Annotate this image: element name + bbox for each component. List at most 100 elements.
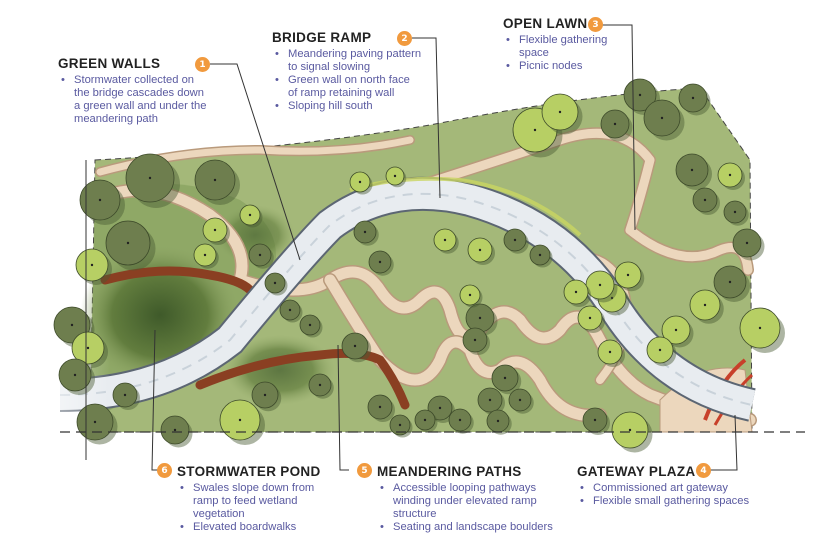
callout-badge-5: 5 bbox=[357, 463, 372, 478]
tree-trunk bbox=[608, 350, 612, 354]
tree-trunk bbox=[674, 328, 678, 332]
tree-trunk bbox=[728, 173, 732, 177]
callout-gateway-plaza: GATEWAY PLAZA Commissioned art gateway F… bbox=[577, 464, 757, 508]
tree-trunk bbox=[691, 96, 695, 100]
tree-trunk bbox=[703, 303, 707, 307]
callout-bullet: Swales slope down from ramp to feed wetl… bbox=[180, 482, 335, 521]
tree-trunk bbox=[574, 290, 578, 294]
tree-trunk bbox=[273, 281, 277, 285]
callout-bullet: Green wall on north face of ramp retaini… bbox=[275, 74, 422, 100]
leader-5 bbox=[337, 344, 349, 471]
tree-trunk bbox=[203, 253, 207, 257]
tree-trunk bbox=[468, 293, 472, 297]
tree-trunk bbox=[288, 308, 292, 312]
tree-trunk bbox=[488, 398, 492, 402]
tree-trunk bbox=[745, 241, 749, 245]
tree-trunk bbox=[258, 253, 262, 257]
tree-trunk bbox=[213, 228, 217, 232]
tree-trunk bbox=[363, 230, 367, 234]
tree-trunk bbox=[86, 346, 90, 350]
tree-trunk bbox=[70, 323, 74, 327]
callout-title: GATEWAY PLAZA bbox=[577, 464, 696, 479]
tree-trunk bbox=[438, 406, 442, 410]
callout-badge-6: 6 bbox=[157, 463, 172, 478]
callout-bullet: Stormwater collected on the bridge casca… bbox=[61, 74, 208, 126]
tree-trunk bbox=[90, 263, 94, 267]
tree-trunk bbox=[613, 122, 617, 126]
tree-trunk bbox=[593, 418, 597, 422]
callout-title: BRIDGE RAMP bbox=[272, 30, 372, 45]
tree-trunk bbox=[733, 210, 737, 214]
green-wall bbox=[349, 176, 582, 237]
callout-green-walls: GREEN WALLS Stormwater collected on the … bbox=[58, 56, 208, 126]
tree-trunk bbox=[213, 178, 217, 182]
tree-trunk bbox=[558, 110, 562, 114]
callout-stormwater-pond: STORMWATER POND Swales slope down from r… bbox=[155, 464, 335, 534]
tree-trunk bbox=[478, 248, 482, 252]
tree-trunk bbox=[393, 174, 397, 178]
tree-trunk bbox=[758, 326, 762, 330]
tree-trunk bbox=[610, 296, 614, 300]
callout-bullet: Seating and landscape boulders bbox=[380, 521, 555, 534]
tree-trunk bbox=[263, 393, 267, 397]
callout-bullet: Flexible gathering space bbox=[506, 34, 633, 60]
callout-title: GREEN WALLS bbox=[58, 56, 161, 71]
callout-badge-4: 4 bbox=[696, 463, 711, 478]
callout-bullet: Meandering paving pattern to signal slow… bbox=[275, 48, 422, 74]
tree-trunk bbox=[73, 373, 77, 377]
tree-trunk bbox=[443, 238, 447, 242]
callout-badge-1: 1 bbox=[195, 57, 210, 72]
tree-trunk bbox=[518, 398, 522, 402]
tree-trunk bbox=[353, 344, 357, 348]
callout-bullet: Commissioned art gateway bbox=[580, 482, 757, 495]
callout-bridge-ramp: BRIDGE RAMP Meandering paving pattern to… bbox=[272, 30, 422, 113]
trees bbox=[53, 78, 785, 453]
tree-trunk bbox=[628, 428, 632, 432]
leader-3 bbox=[602, 24, 636, 231]
tree-trunk bbox=[358, 180, 362, 184]
tree-trunk bbox=[588, 316, 592, 320]
tree-trunk bbox=[703, 198, 707, 202]
callout-bullet: Elevated boardwalks bbox=[180, 521, 335, 534]
tree-trunk bbox=[238, 418, 242, 422]
callout-badge-3: 3 bbox=[588, 17, 603, 32]
tree-trunk bbox=[513, 238, 517, 242]
tree-trunk bbox=[378, 405, 382, 409]
tree-trunk bbox=[93, 420, 97, 424]
boardwalks bbox=[100, 266, 410, 410]
callout-badge-2: 2 bbox=[397, 31, 412, 46]
tree-trunk bbox=[538, 253, 542, 257]
leader-1 bbox=[210, 63, 301, 261]
tree-trunk bbox=[423, 418, 427, 422]
tree-trunk bbox=[308, 323, 312, 327]
tree-trunk bbox=[690, 168, 694, 172]
tree-trunk bbox=[98, 198, 102, 202]
tree-trunk bbox=[503, 376, 507, 380]
tree-trunk bbox=[148, 176, 152, 180]
tree-trunk bbox=[398, 423, 402, 427]
callout-bullet: Flexible small gathering spaces bbox=[580, 495, 757, 508]
tree-trunk bbox=[458, 418, 462, 422]
tree-trunk bbox=[248, 213, 252, 217]
tree-trunk bbox=[478, 316, 482, 320]
callout-title: STORMWATER POND bbox=[177, 464, 321, 479]
bridge-ramp bbox=[59, 176, 756, 422]
tree-trunk bbox=[658, 348, 662, 352]
callout-bullet: Picnic nodes bbox=[506, 60, 633, 73]
tree-trunk bbox=[378, 260, 382, 264]
callout-meandering-paths: MEANDERING PATHS Accessible looping path… bbox=[355, 464, 555, 534]
tree-trunk bbox=[496, 419, 500, 423]
tree-trunk bbox=[728, 280, 732, 284]
tree-trunk bbox=[126, 241, 130, 245]
callout-bullet: Sloping hill south bbox=[275, 100, 422, 113]
leader-2 bbox=[412, 37, 441, 199]
leader-4 bbox=[710, 414, 738, 471]
tree-trunk bbox=[123, 393, 127, 397]
tree-trunk bbox=[626, 273, 630, 277]
tree-trunk bbox=[660, 116, 664, 120]
callout-bullet: Accessible looping pathways winding unde… bbox=[380, 482, 555, 521]
tree-trunk bbox=[533, 128, 537, 132]
tree-trunk bbox=[638, 93, 642, 97]
tree-trunk bbox=[473, 338, 477, 342]
